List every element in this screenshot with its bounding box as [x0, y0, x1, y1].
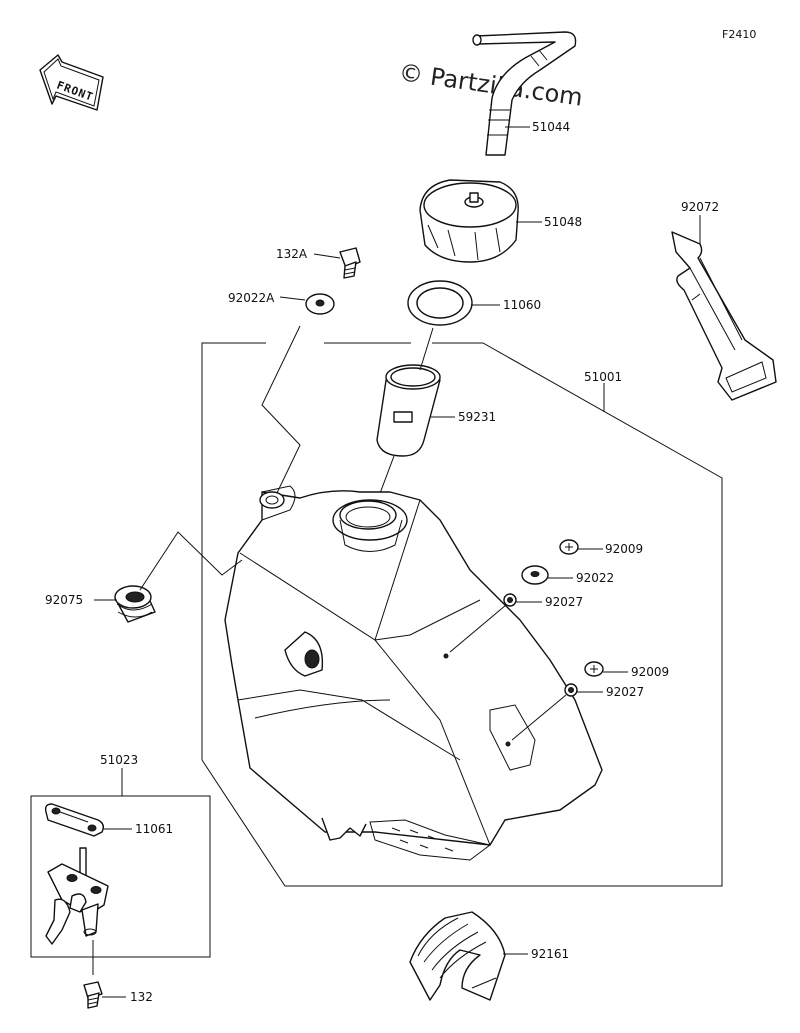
- label-92022: 92022: [576, 571, 614, 585]
- fuel-cock-box: [30, 795, 211, 958]
- collar-92027b-part: [564, 683, 578, 697]
- label-132: 132: [130, 990, 153, 1004]
- label-51023: 51023: [100, 753, 138, 767]
- bolt-132-part: [83, 981, 103, 1009]
- label-59231: 59231: [458, 410, 496, 424]
- strap-92072-part: [671, 231, 777, 401]
- guard-92161-part: [409, 911, 506, 1001]
- label-92027-lower: 92027: [606, 685, 644, 699]
- label-92022a: 92022A: [228, 291, 275, 305]
- label-51048: 51048: [544, 215, 582, 229]
- gasket-11060-part: [407, 280, 473, 326]
- fuel-tank-part: [224, 485, 603, 861]
- label-132a: 132A: [276, 247, 308, 261]
- tank-assembly-box: [201, 342, 723, 887]
- label-92161: 92161: [531, 947, 569, 961]
- label-92009-lower: 92009: [631, 665, 669, 679]
- screw-92009b-part: [584, 661, 604, 677]
- figure-code: F2410: [722, 28, 756, 41]
- fuel-filter-part: [376, 364, 441, 457]
- label-11060: 11060: [503, 298, 541, 312]
- label-51044: 51044: [532, 120, 570, 134]
- screw-92009a-part: [559, 539, 579, 555]
- damper-92075-part: [114, 585, 156, 623]
- label-92027-upper: 92027: [545, 595, 583, 609]
- label-11061: 11061: [135, 822, 173, 836]
- bolt-132a-part: [339, 247, 361, 279]
- breather-hose-part: [472, 31, 577, 156]
- fuel-cock-part: [45, 847, 109, 945]
- fuel-cap-part: [419, 179, 519, 263]
- label-92075: 92075: [45, 593, 83, 607]
- label-92009-upper: 92009: [605, 542, 643, 556]
- washer-92022a-part: [305, 293, 335, 315]
- label-92072: 92072: [681, 200, 719, 214]
- label-51001: 51001: [584, 370, 622, 384]
- front-arrow-icon: FRONT: [39, 54, 104, 111]
- gasket-11061-part: [44, 803, 105, 837]
- collar-92027a-part: [503, 593, 517, 607]
- washer-92022-part: [521, 565, 549, 585]
